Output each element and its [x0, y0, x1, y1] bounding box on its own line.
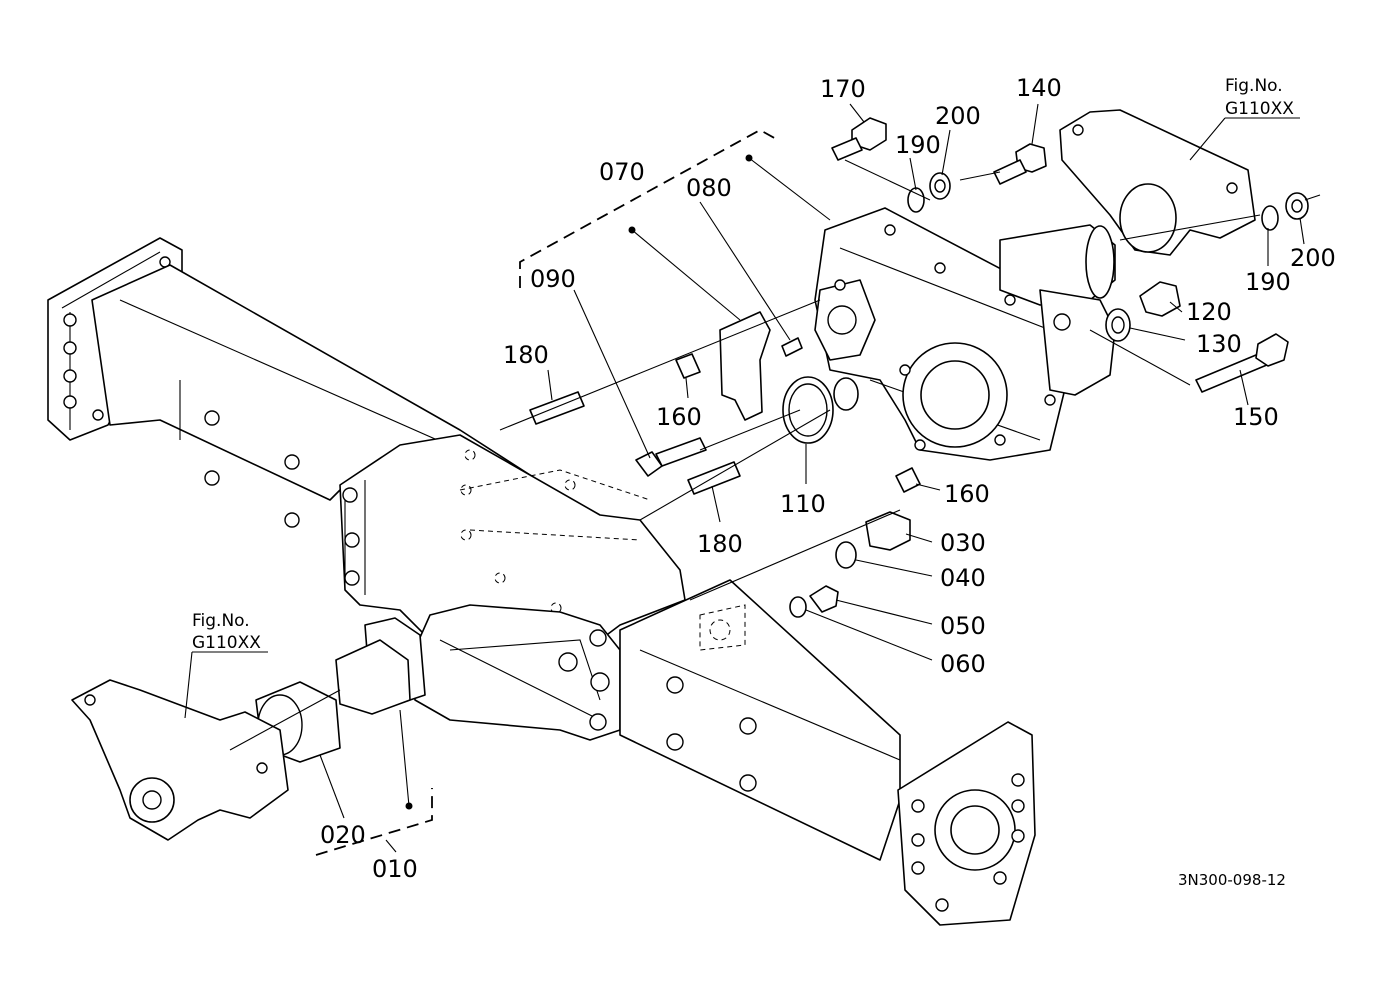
callout-140: 140 [1016, 74, 1062, 102]
fig-ref-title: Fig.No. [192, 611, 250, 631]
callout-160-upper: 160 [656, 403, 702, 431]
callout-070: 070 [599, 158, 645, 186]
callout-180-lower: 180 [697, 530, 743, 558]
callout-010: 010 [372, 855, 418, 883]
fig-ref-code: G110XX [192, 633, 261, 653]
callout-170: 170 [820, 75, 866, 103]
fig-ref-title: Fig.No. [1225, 76, 1283, 96]
drawing-reference-number: 3N300-098-12 [1178, 871, 1286, 889]
fig-ref-lower-left: Fig.No. G110XX [192, 611, 261, 653]
callout-200-upper: 200 [935, 102, 981, 130]
callout-040: 040 [940, 564, 986, 592]
callout-020: 020 [320, 821, 366, 849]
callout-060: 060 [940, 650, 986, 678]
assembly-010-bracket [315, 709, 433, 856]
callout-150: 150 [1233, 403, 1279, 431]
axle-housing [47, 237, 1036, 926]
callout-080: 080 [686, 174, 732, 202]
gear-case [814, 207, 1116, 461]
callout-030: 030 [940, 529, 986, 557]
callout-200-right: 200 [1290, 244, 1336, 272]
assembly-lines [229, 159, 1321, 751]
fig-ref-upper-right: Fig.No. G110XX [1225, 76, 1294, 119]
callout-110: 110 [780, 490, 826, 518]
callout-labels: 170 190 200 140 190 200 120 130 150 070 … [320, 74, 1336, 883]
callout-130: 130 [1196, 330, 1242, 358]
callout-180-upper: 180 [503, 341, 549, 369]
callout-090: 090 [530, 265, 576, 293]
callout-120: 120 [1186, 298, 1232, 326]
right-support-bracket [1059, 109, 1256, 256]
callout-190-upper: 190 [895, 131, 941, 159]
callout-190-right: 190 [1245, 268, 1291, 296]
leader-lines [184, 103, 1305, 853]
left-support-bracket [71, 679, 289, 841]
assembly-070-bracket [519, 128, 831, 321]
callout-050: 050 [940, 612, 986, 640]
callout-160-lower: 160 [944, 480, 990, 508]
fig-ref-code: G110XX [1225, 99, 1294, 119]
small-parts [255, 117, 1309, 763]
